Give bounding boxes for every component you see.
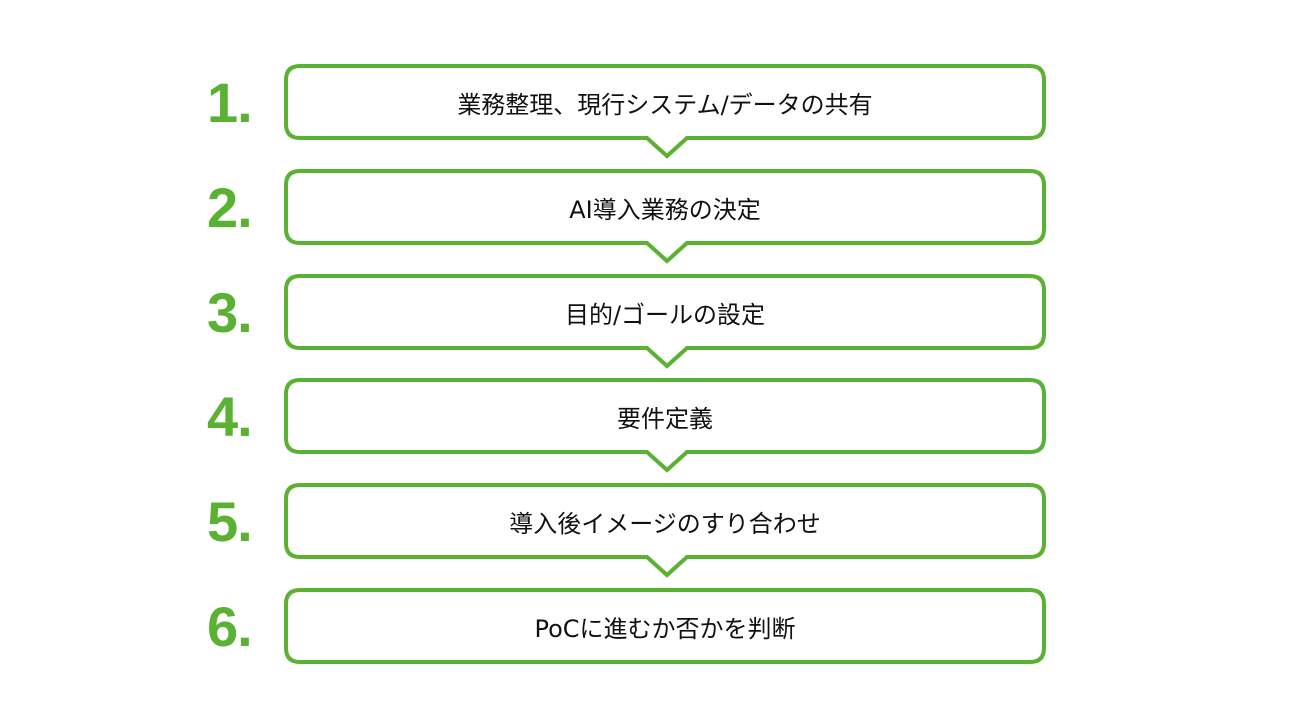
step-number: 2. (207, 176, 253, 239)
step-label: 業務整理、現行システム/データの共有 (457, 90, 873, 119)
step-label: PoCに進むか否かを判断 (534, 614, 796, 643)
step-label: AI導入業務の決定 (569, 195, 761, 224)
step-number: 5. (207, 490, 253, 553)
step-box-with-arrow (284, 64, 1046, 159)
step-box-with-arrow (284, 483, 1046, 578)
step-label: 要件定義 (617, 404, 713, 433)
process-step: 1. 業務整理、現行システム/データの共有 (0, 64, 1300, 164)
step-number: 6. (207, 595, 253, 658)
step-number: 3. (207, 281, 253, 344)
step-label: 目的/ゴールの設定 (564, 300, 766, 329)
step-box-with-arrow (284, 274, 1046, 369)
process-step: 6. PoCに進むか否かを判断 (0, 588, 1300, 688)
process-step: 2. AI導入業務の決定 (0, 169, 1300, 269)
step-number: 1. (207, 71, 253, 134)
step-box (284, 588, 1046, 664)
process-step: 3. 目的/ゴールの設定 (0, 274, 1300, 374)
step-box-with-arrow (284, 169, 1046, 264)
step-number: 4. (207, 385, 253, 448)
step-label: 導入後イメージのすり合わせ (509, 509, 821, 538)
process-step: 4. 要件定義 (0, 378, 1300, 478)
step-box-with-arrow (284, 378, 1046, 473)
process-step: 5. 導入後イメージのすり合わせ (0, 483, 1300, 583)
